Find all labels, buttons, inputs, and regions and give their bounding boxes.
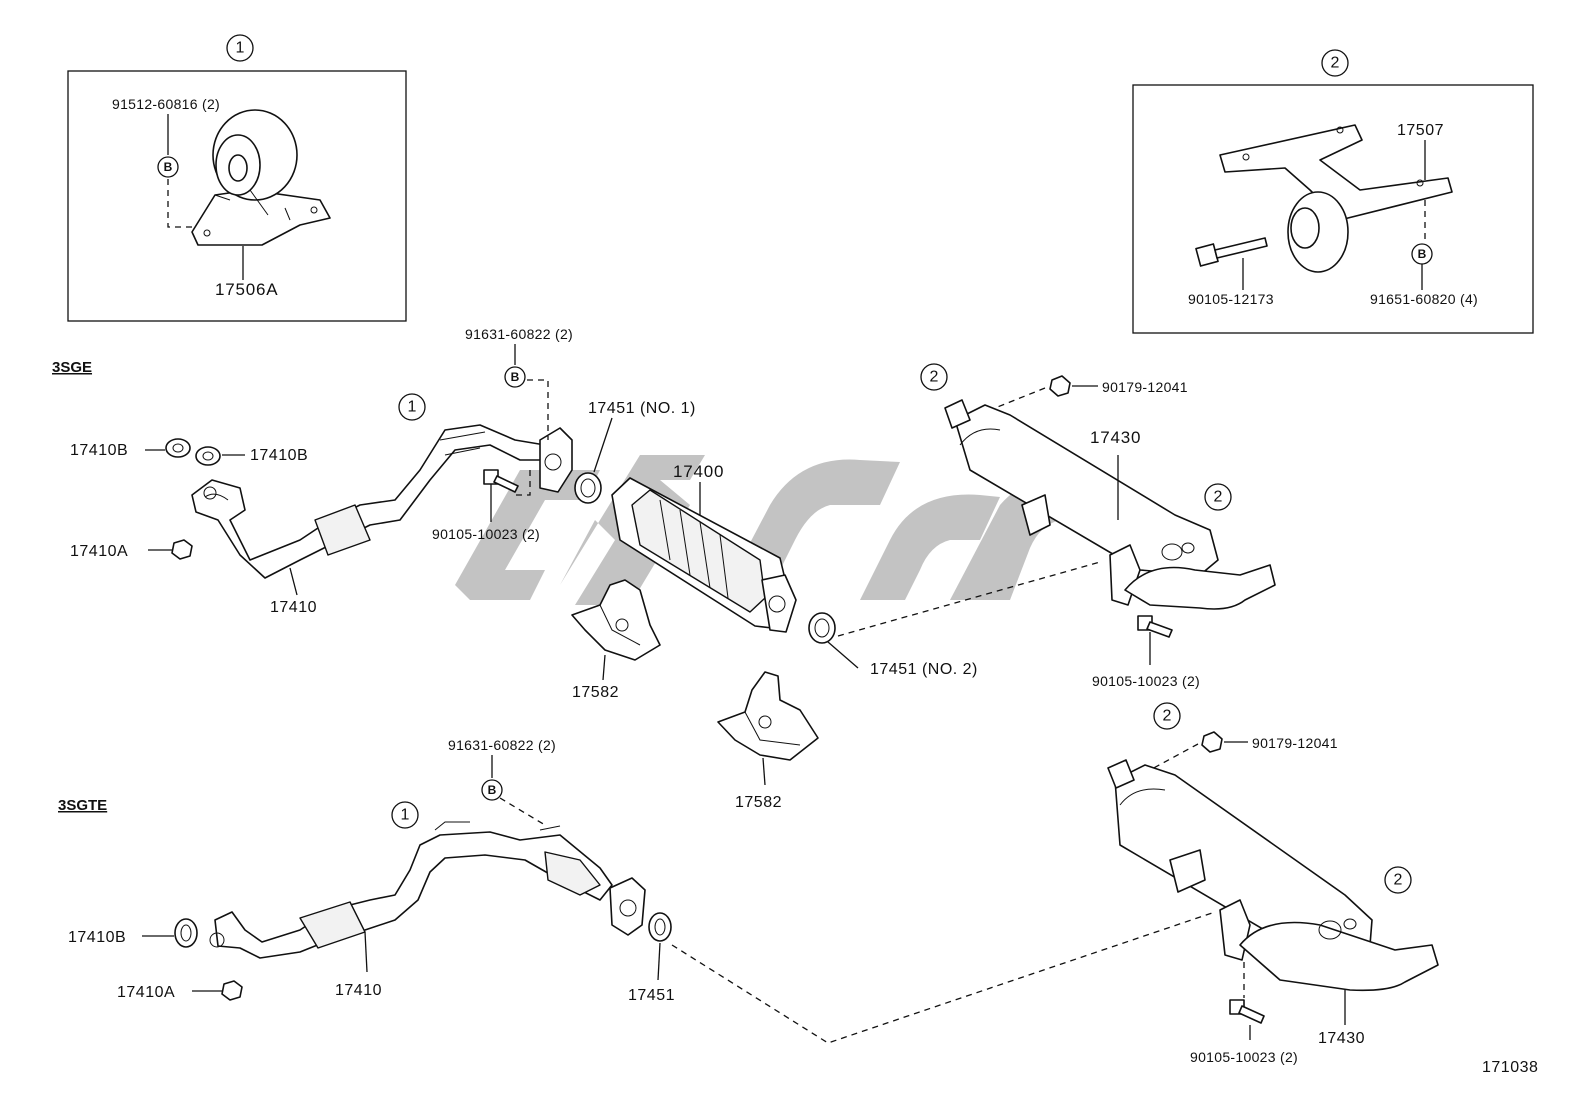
muffler-part xyxy=(1107,759,1439,992)
gasket-ring-part xyxy=(165,438,191,458)
sgte-ref-pipe-circle xyxy=(391,801,419,829)
sgte-ref-pipe: 1 xyxy=(401,807,410,824)
sge-nut-muffler-label: 90179-12041 xyxy=(1102,379,1188,395)
sge-ref-muffler-tail: 2 xyxy=(1214,489,1223,506)
sge-nut-a-label: 17410A xyxy=(70,543,128,560)
detail-box-1: 1 91512-60816 (2) B 17506A xyxy=(67,34,407,322)
detail-2-bolt-left-label: 90105-12173 xyxy=(1188,291,1274,307)
callout-b: B xyxy=(164,160,173,174)
sge-ref-muffler-top-circle xyxy=(920,363,948,391)
sgte-bolt-muffler-label: 90105-10023 (2) xyxy=(1190,1049,1298,1065)
engine-mount-part xyxy=(191,109,331,246)
sge-gasket-b-right-label: 17410B xyxy=(250,447,308,464)
gasket-ring-part xyxy=(174,918,198,948)
section-3sgte: 3SGTE 91631-60822 (2) B 1 17410B 17410A … xyxy=(58,702,1439,1065)
sge-bolt-top-label: 91631-60822 (2) xyxy=(465,326,573,342)
hanger-bracket-part xyxy=(1219,124,1453,273)
converter-bracket-1-part xyxy=(571,579,661,661)
sge-gasket-no2-label: 17451 (NO. 2) xyxy=(870,661,978,678)
sgte-ref-muffler-tail: 2 xyxy=(1394,872,1403,889)
detail-2-frame xyxy=(1132,84,1534,334)
sgte-bolt-top-label: 91631-60822 (2) xyxy=(448,737,556,753)
section-3sge-title: 3SGE xyxy=(52,359,92,376)
sge-ref-muffler-tail-circle xyxy=(1204,483,1232,511)
sgte-ref-muffler-tail-circle xyxy=(1384,866,1412,894)
detail-2-ref-circle xyxy=(1321,49,1349,77)
sge-gasket-no1-label: 17451 (NO. 1) xyxy=(588,400,696,417)
converter-bracket-2-part xyxy=(717,671,819,761)
sge-muffler-label: 17430 xyxy=(1090,428,1141,447)
front-exhaust-pipe-part xyxy=(191,424,573,579)
sgte-nut-muffler-label: 90179-12041 xyxy=(1252,735,1338,751)
detail-1-frame xyxy=(67,70,407,322)
callout-b-circle xyxy=(157,156,179,178)
callout-b: B xyxy=(1418,247,1427,261)
section-3sge: 3SGE 17410B 17410B 17410A 17410 1 91631-… xyxy=(52,326,1276,811)
sgte-ref-muffler-top: 2 xyxy=(1163,708,1172,725)
gasket-ring-part xyxy=(648,912,672,942)
sge-bracket-1-label: 17582 xyxy=(572,684,619,701)
detail-2-bracket-label: 17507 xyxy=(1397,122,1444,139)
callout-b-circle xyxy=(504,366,526,388)
detail-1-part-label: 17506A xyxy=(215,280,278,299)
detail-1-ref-circle xyxy=(226,34,254,62)
sgte-ref-muffler-top-circle xyxy=(1153,702,1181,730)
detail-1-bolt-label: 91512-60816 (2) xyxy=(112,96,220,112)
sge-pipe-label: 17410 xyxy=(270,599,317,616)
sge-bolt-muffler-label: 90105-10023 (2) xyxy=(1092,673,1200,689)
sge-bracket-2-label: 17582 xyxy=(735,794,782,811)
sgte-gasket-b-label: 17410B xyxy=(68,929,126,946)
flange-bolt-part xyxy=(1195,237,1268,267)
sge-gasket-b-left-label: 17410B xyxy=(70,442,128,459)
detail-2-bolt-right-label: 91651-60820 (4) xyxy=(1370,291,1478,307)
sge-ref-pipe-circle xyxy=(398,393,426,421)
sgte-pipe-label: 17410 xyxy=(335,982,382,999)
detail-box-2: 2 17507 90105-12173 B 91651-60820 (4) xyxy=(1132,49,1534,334)
detail-2-ref: 2 xyxy=(1331,55,1340,72)
sge-ref-muffler-top: 2 xyxy=(930,369,939,386)
muffler-part xyxy=(944,399,1276,610)
sge-converter-label: 17400 xyxy=(673,462,724,481)
sge-bolt-flange-label: 90105-10023 (2) xyxy=(432,526,540,542)
catalytic-converter-part xyxy=(611,477,797,633)
front-exhaust-pipe-part xyxy=(209,821,646,959)
flange-bolt-part xyxy=(1229,999,1265,1024)
nut-part xyxy=(171,539,193,560)
gasket-ring-part xyxy=(195,446,221,466)
nut-part xyxy=(1201,731,1223,753)
callout-b-circle xyxy=(481,779,503,801)
section-3sgte-title: 3SGTE xyxy=(58,797,107,814)
gasket-ring-part xyxy=(808,612,836,644)
detail-1-ref: 1 xyxy=(236,40,245,57)
flange-bolt-part xyxy=(483,469,519,493)
sgte-gasket-label: 17451 xyxy=(628,987,675,1004)
nut-part xyxy=(221,980,243,1001)
callout-b: B xyxy=(511,370,520,384)
sge-ref-pipe: 1 xyxy=(408,399,417,416)
sgte-nut-a-label: 17410A xyxy=(117,984,175,1001)
gasket-ring-part xyxy=(574,472,602,504)
flange-bolt-part xyxy=(1137,615,1173,638)
nut-part xyxy=(1049,375,1071,397)
figure-number: 171038 xyxy=(1482,1059,1538,1076)
callout-b: B xyxy=(488,783,497,797)
sgte-muffler-label: 17430 xyxy=(1318,1030,1365,1047)
